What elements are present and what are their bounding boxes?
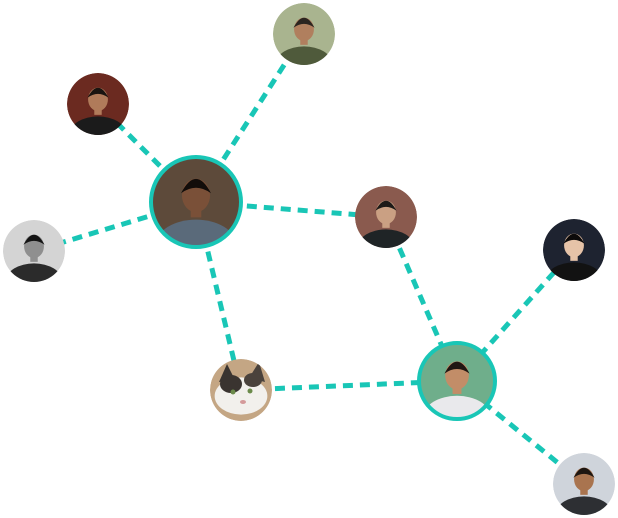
cat-eye [247,388,253,394]
avatar-shirt [6,263,62,282]
avatar-shirt [358,229,414,248]
avatar-shirt [70,116,126,135]
person-avatar-icon [152,158,240,246]
node-n5[interactable] [355,186,417,264]
node-n8[interactable] [417,341,497,437]
node-n2[interactable] [67,73,129,151]
avatar-hair [293,17,315,28]
edge-n8-n6 [455,248,576,383]
cat-avatar-icon [210,359,272,421]
node-n1[interactable] [273,3,335,81]
person-avatar-icon [3,220,65,282]
avatar-shirt [546,262,602,281]
hub-ring [149,155,243,249]
cat-ear [249,362,265,382]
avatar-shirt [423,395,491,418]
avatar-hair [23,234,45,245]
avatar-hair [181,178,211,194]
person-avatar-icon [543,219,605,281]
cat-nose [240,400,246,404]
node-n6[interactable] [543,219,605,297]
avatar-shirt [556,496,612,515]
person-avatar-icon [273,3,335,65]
avatar-hair [563,233,585,244]
avatar-shirt [156,219,236,246]
node-n3[interactable] [149,155,243,268]
person-avatar-icon [420,344,494,418]
person-avatar-icon [67,73,129,135]
edge-n5-n8 [383,216,460,382]
avatar-hair [444,361,470,374]
avatar-shirt [276,46,332,65]
edge-n7-n8 [240,378,458,393]
node-n4[interactable] [3,220,65,298]
avatar-hair [375,200,397,211]
person-avatar-icon [553,453,615,515]
node-n7[interactable] [210,359,272,421]
edge-n3-n5 [195,199,387,220]
node-n9[interactable] [553,453,615,518]
avatar-hair [87,87,109,98]
cat-ear [219,364,235,382]
hub-ring [417,341,497,421]
avatar-hair [573,467,595,478]
nodes-layer [3,3,615,518]
edge-n3-n7 [193,201,244,391]
cat-eye [230,389,236,395]
person-avatar-icon [355,186,417,248]
